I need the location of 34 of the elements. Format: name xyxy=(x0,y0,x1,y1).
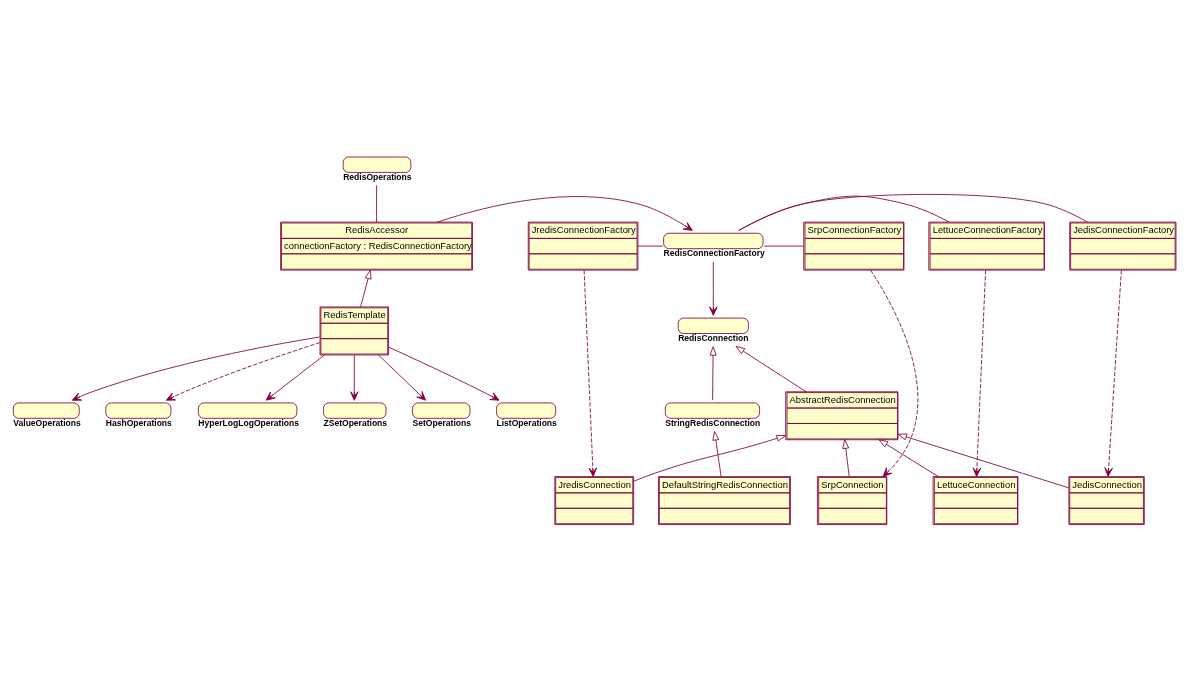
arrow xyxy=(350,354,359,401)
arrow xyxy=(71,336,321,401)
node-label: ZSetOperations xyxy=(323,418,388,429)
arrow xyxy=(165,342,321,401)
connector xyxy=(637,245,664,247)
connector xyxy=(738,194,1088,231)
node-label: StringRedisConnection xyxy=(665,418,761,429)
node-label: HyperLogLogOperations xyxy=(198,418,300,429)
arrow xyxy=(735,346,807,393)
node-label: RedisConnectionFactory xyxy=(663,248,765,259)
arrow xyxy=(388,346,500,401)
node-label: SetOperations xyxy=(412,418,471,429)
arrow xyxy=(265,354,325,401)
arrow xyxy=(712,431,722,477)
arrow xyxy=(972,269,987,477)
arrow xyxy=(360,269,372,308)
arrow xyxy=(583,269,598,477)
connector xyxy=(376,185,377,223)
connector xyxy=(763,245,805,247)
node-label: ValueOperations xyxy=(13,418,81,429)
arrow xyxy=(378,354,426,401)
arrow xyxy=(709,346,717,401)
arrow xyxy=(709,261,718,316)
node-label: RedisOperations xyxy=(343,172,412,183)
node-label: ListOperations xyxy=(496,418,557,429)
node-label: RedisConnection xyxy=(678,333,749,344)
node-label: HashOperations xyxy=(105,418,172,429)
arrow xyxy=(878,439,939,477)
arrow xyxy=(897,433,1070,489)
arrow xyxy=(870,269,919,477)
arrow xyxy=(633,434,786,482)
arrow xyxy=(1104,269,1122,477)
arrow xyxy=(436,196,693,231)
arrow xyxy=(842,439,850,477)
